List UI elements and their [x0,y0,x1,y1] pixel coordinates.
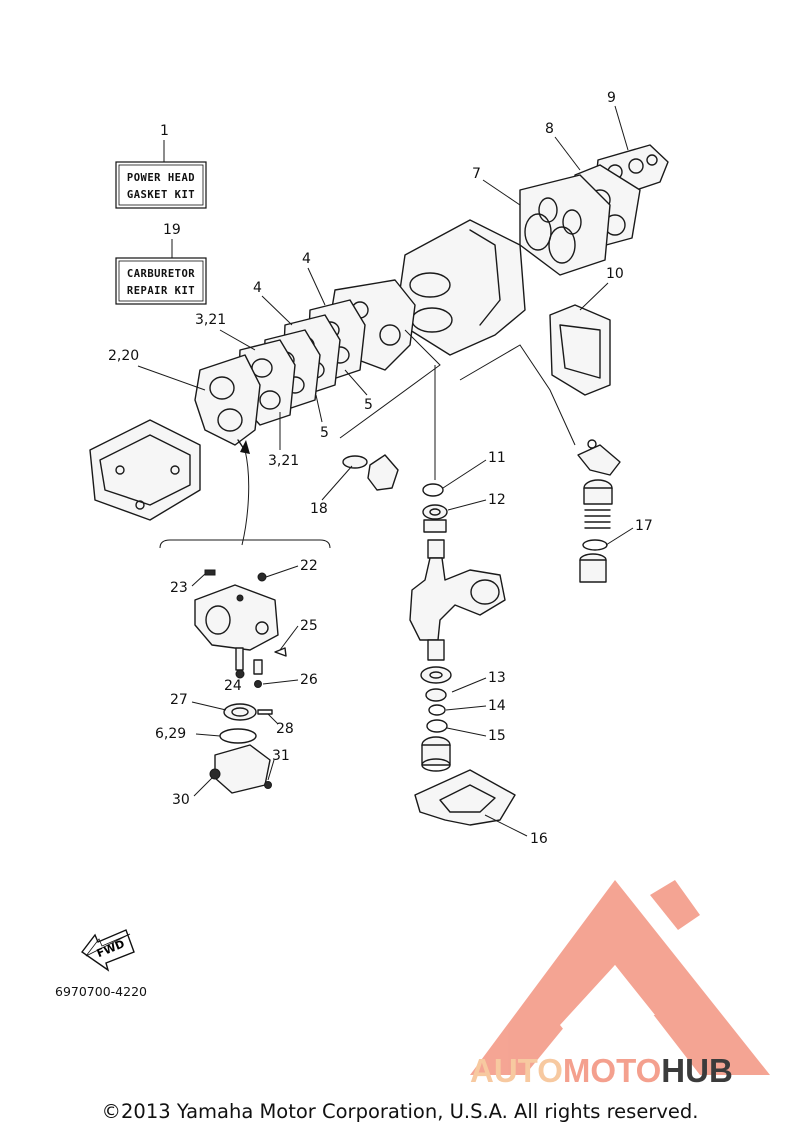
intake-body-2-20 [194,354,261,453]
callout-17: 17 [635,518,653,534]
callout-24: 24 [224,678,242,694]
crankshaft [409,539,506,661]
watermark-part-moto: MOTO [562,1052,662,1089]
cylinder-head-7 [519,174,611,276]
base-gasket-16 [414,769,516,826]
watermark-logo [470,880,770,1075]
callout-6-29: 6,29 [155,726,186,742]
callout-16: 16 [530,831,548,847]
carburetor-body [194,584,279,651]
callout-19: 19 [163,222,181,238]
callout-14: 14 [488,698,506,714]
callout-22: 22 [300,558,318,574]
seal-housing [421,736,451,772]
watermark-part-hub: HUB [661,1052,733,1089]
power-head-gasket-kit: 1 POWER HEAD GASKET KIT [115,123,207,209]
bearing-12 [422,504,448,533]
callout-2-20: 2,20 [108,348,139,364]
callout-5b: 5 [320,425,329,441]
carb-jets-24-26 [235,647,287,688]
cover-18 [342,454,399,491]
callout-4a: 4 [302,251,311,267]
watermark-part-auto: AUTO [470,1052,563,1089]
float-27 [223,703,273,721]
o-ring-15 [426,719,448,733]
callout-26: 26 [300,672,318,688]
cylinder-block [399,219,526,356]
callout-28: 28 [276,721,294,737]
kit-label-line2: REPAIR KIT [127,285,195,297]
callout-4b: 4 [253,280,262,296]
callout-7: 7 [472,166,481,182]
callout-23: 23 [170,580,188,596]
callout-13: 13 [488,670,506,686]
exhaust-cover-10 [549,304,611,396]
kit-label-line1: POWER HEAD [127,172,195,184]
fuel-pump-17 [577,439,621,583]
carburetor-repair-kit: 19 CARBURETOR REPAIR KIT [115,222,207,305]
callout-3-21-bottom: 3,21 [268,453,299,469]
bearing-13 [420,666,452,702]
callout-12: 12 [488,492,506,508]
silencer-cover [89,419,201,521]
float-gasket-6-29 [219,728,257,744]
o-ring-11 [422,483,444,497]
oil-seal-14 [428,704,446,716]
callout-25: 25 [300,618,318,634]
callouts: 9 8 7 10 4 4 3,21 2,20 5 5 3,21 18 11 12… [108,90,653,847]
callout-31: 31 [272,748,290,764]
callout-30: 30 [172,792,190,808]
callout-3-21-top: 3,21 [195,312,226,328]
callout-27: 27 [170,692,188,708]
callout-18: 18 [310,501,328,517]
kit-label-line2: GASKET KIT [127,189,195,201]
callout-1: 1 [160,123,169,139]
callout-9: 9 [607,90,616,106]
carb-screws-22-23 [204,569,267,582]
callout-8: 8 [545,121,554,137]
watermark-text: AUTOMOTOHUB [470,1052,733,1090]
callout-11: 11 [488,450,506,466]
callout-15: 15 [488,728,506,744]
callout-5a: 5 [364,397,373,413]
float-bowl [209,744,272,794]
callout-10: 10 [606,266,624,282]
copyright-notice: ©2013 Yamaha Motor Corporation, U.S.A. A… [101,1100,699,1123]
fwd-arrow-icon: FWD [80,929,135,972]
part-code: 6970700-4220 [55,984,147,999]
kit-label-line1: CARBURETOR [127,268,195,280]
